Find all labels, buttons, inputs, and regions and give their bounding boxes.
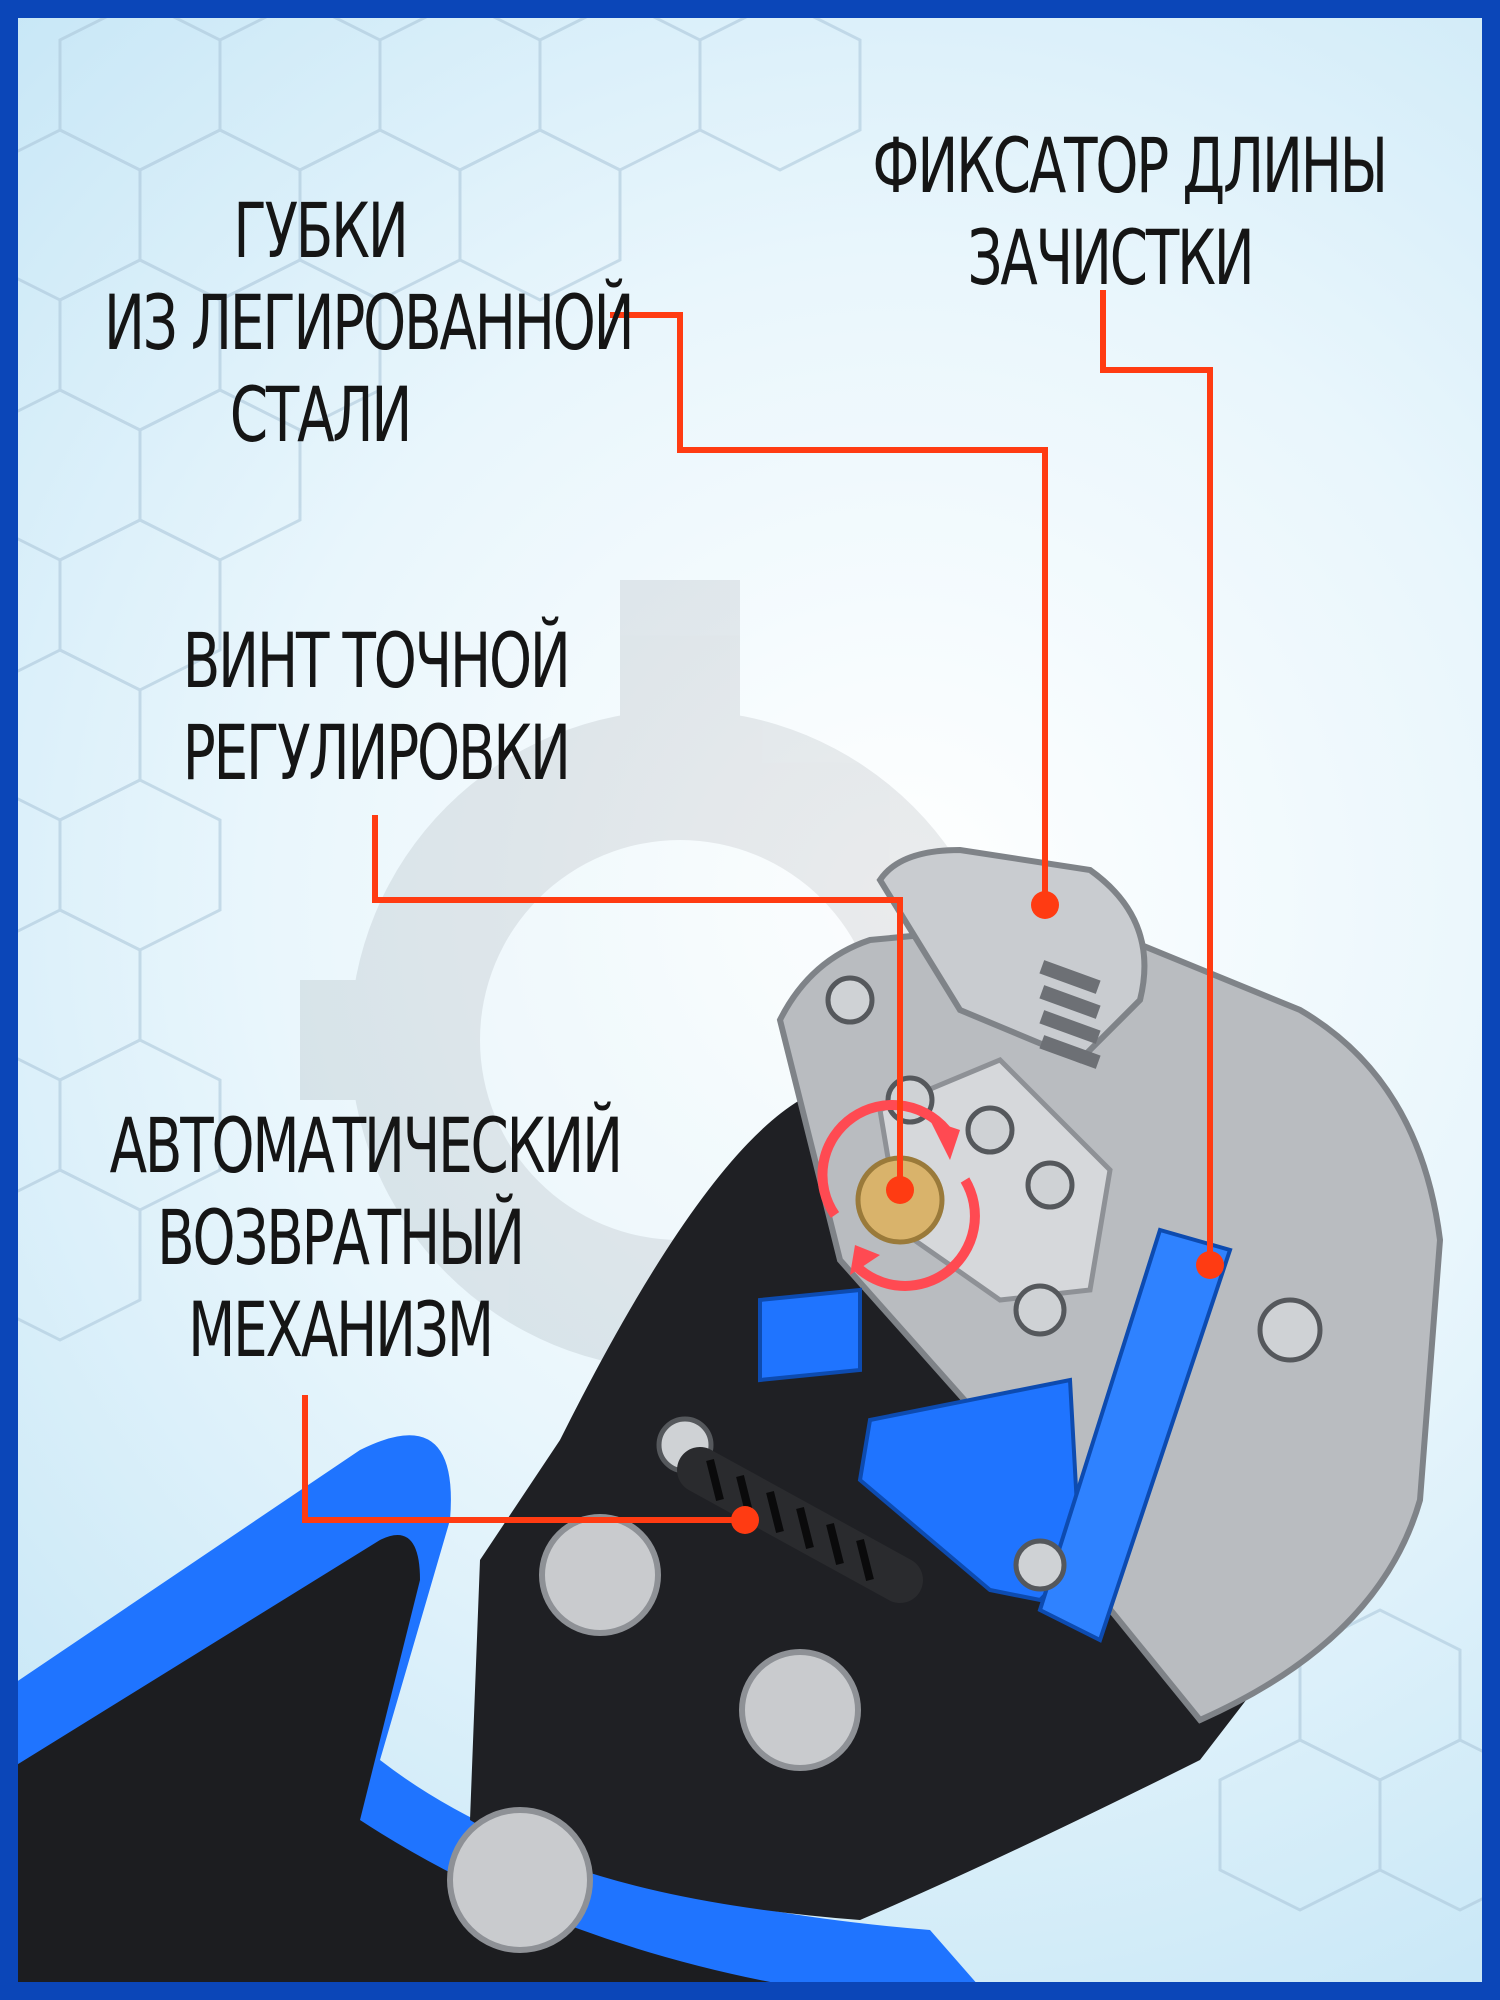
screw-icons [825, 975, 1323, 1363]
callout-line-return-mechanism [302, 1395, 745, 1523]
jaw-teeth [1039, 960, 1101, 1069]
label-return-mechanism-line-2: ВОЗВРАТНЫЙ [157, 1193, 525, 1282]
label-length-lock: ФИКСАТОР ДЛИНЫ ЗАЧИСТКИ [872, 120, 1388, 304]
callout-dot-length-lock [1196, 1251, 1224, 1279]
callout-line-fine-screw [372, 815, 903, 1190]
label-jaws-line-2: ИЗ ЛЕГИРОВАННОЙ [103, 278, 635, 367]
label-return-mechanism: АВТОМАТИЧЕСКИЙ ВОЗВРАТНЫЙ МЕХАНИЗМ [109, 1100, 623, 1376]
label-return-mechanism-line-3: МЕХАНИЗМ [188, 1285, 494, 1374]
label-jaws-line-1: ГУБКИ [233, 186, 408, 275]
label-return-mechanism-line-1: АВТОМАТИЧЕСКИЙ [109, 1101, 623, 1190]
label-length-lock-line-2: ЗАЧИСТКИ [967, 213, 1254, 302]
callout-dot-return-mechanism [731, 1506, 759, 1534]
label-fine-screw: ВИНТ ТОЧНОЙ РЕГУЛИРОВКИ [182, 615, 571, 799]
handle-black-grip [0, 1535, 884, 2000]
label-jaws-line-3: СТАЛИ [229, 370, 413, 459]
label-length-lock-line-1: ФИКСАТОР ДЛИНЫ [872, 121, 1388, 210]
label-jaws: ГУБКИ ИЗ ЛЕГИРОВАННОЙ СТАЛИ [103, 185, 635, 461]
label-fine-screw-line-1: ВИНТ ТОЧНОЙ [182, 616, 571, 705]
callout-dot-fine-screw [886, 1176, 914, 1204]
callout-dot-jaws [1031, 891, 1059, 919]
body-rivets [447, 1514, 861, 1953]
callout-line-jaws [610, 312, 1048, 905]
return-spring-icon [656, 1416, 923, 1603]
label-fine-screw-line-2: РЕГУЛИРОВКИ [182, 708, 571, 797]
length-stop-blue-icon [758, 1227, 1233, 1643]
hexagon-grid [0, 0, 1500, 1912]
callout-line-length-lock [1100, 290, 1213, 1265]
